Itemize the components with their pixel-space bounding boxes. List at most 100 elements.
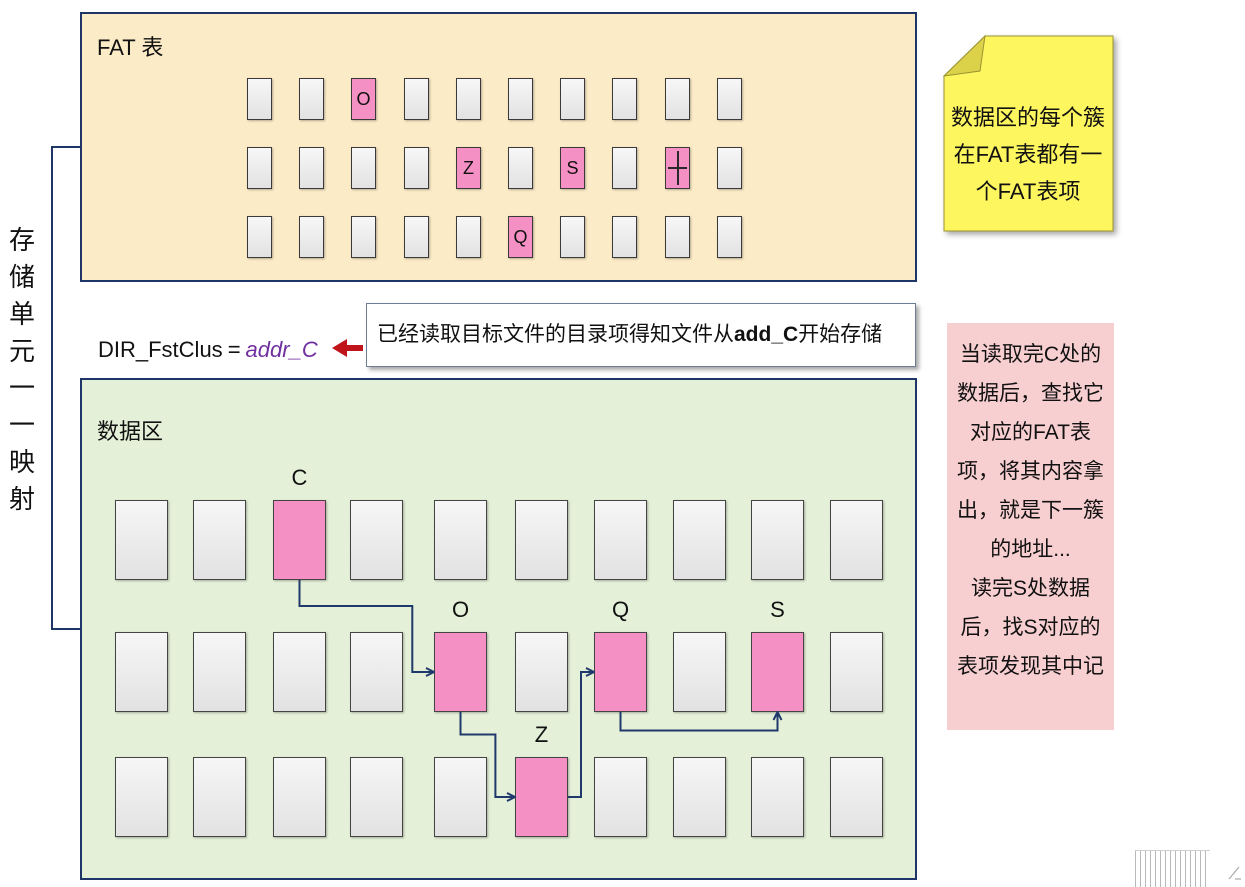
- fat-entry: [508, 78, 533, 120]
- data-cluster-z: [515, 757, 568, 837]
- data-cluster: [350, 500, 403, 580]
- note-line: 个FAT表项: [975, 179, 1081, 204]
- fat-entry: [351, 216, 376, 258]
- cluster-label: C: [291, 465, 308, 490]
- fat-entry-value: S: [566, 158, 579, 178]
- fat-entry-value: O: [356, 89, 371, 109]
- fat-entry: [299, 216, 324, 258]
- explanation-line: 对应的FAT表: [970, 421, 1091, 444]
- data-cluster-o: [434, 632, 487, 712]
- data-cluster: [830, 757, 883, 837]
- data-cluster: [830, 500, 883, 580]
- sticky-note: 数据区的每个簇 在FAT表都有一 个FAT表项: [943, 35, 1115, 235]
- corner-pen-icon: [1228, 866, 1241, 880]
- explanation-line: 的地址...: [990, 538, 1071, 561]
- fat-entry-highlighted: S: [560, 147, 585, 189]
- data-cluster: [751, 500, 804, 580]
- fat-entry: [299, 78, 324, 120]
- explanation-line: 读完S处数据: [970, 577, 1090, 600]
- fat-entry: [351, 147, 376, 189]
- fat-entry: [404, 216, 429, 258]
- explanation-line: 当读取完C处的: [959, 343, 1102, 366]
- fat-entry: [247, 216, 272, 258]
- explanation-line: 数据后，查找它: [957, 382, 1104, 405]
- fat-entry-highlighted: O: [351, 78, 376, 120]
- fat-entry: [665, 78, 690, 120]
- dir-field-name: DIR_FstClus: [98, 337, 223, 362]
- fat-entry-value: Z: [463, 158, 474, 178]
- fat-entry-highlighted: [665, 147, 690, 189]
- fat-entry: [508, 147, 533, 189]
- note-line: 数据区的每个簇: [950, 105, 1105, 130]
- data-cluster: [673, 500, 726, 580]
- fat-entry: [612, 216, 637, 258]
- explanation-line: 后，找S对应的: [960, 616, 1101, 639]
- data-cluster: [273, 632, 326, 712]
- fat-entry: [404, 78, 429, 120]
- fat-entry: [612, 147, 637, 189]
- fat-entry-highlighted: Q: [508, 216, 533, 258]
- data-cluster: [434, 757, 487, 837]
- data-area-title: 数据区: [97, 419, 164, 444]
- data-cluster: [515, 632, 568, 712]
- sticky-note-text: 数据区的每个簇 在FAT表都有一 个FAT表项: [943, 99, 1113, 210]
- mapping-bracket: [51, 146, 81, 630]
- dir-fstclus-expression: DIR_FstClus=addr_C: [98, 336, 318, 364]
- data-cluster: [515, 500, 568, 580]
- fat-entry-highlighted: Z: [456, 147, 481, 189]
- fat-entry: [247, 147, 272, 189]
- note-line: 在FAT表都有一: [953, 142, 1103, 167]
- data-cluster: [273, 757, 326, 837]
- cluster-label: Q: [611, 597, 630, 622]
- callout-address: add_C: [734, 323, 799, 346]
- fat-table-panel: FAT 表 O Z S Q: [80, 12, 917, 282]
- data-cluster: [751, 757, 804, 837]
- fat-entry: [665, 216, 690, 258]
- fat-entry: [404, 147, 429, 189]
- data-cluster-s: [751, 632, 804, 712]
- explanation-box: 当读取完C处的 数据后，查找它 对应的FAT表 项，将其内容拿 出，就是下一簇 …: [947, 323, 1114, 730]
- explanation-line: 出，就是下一簇: [957, 499, 1104, 522]
- data-cluster: [594, 757, 647, 837]
- fat-entry: [717, 147, 742, 189]
- data-cluster: [115, 632, 168, 712]
- data-cluster: [193, 632, 246, 712]
- explanation-line: 表项发现其中记: [957, 655, 1104, 678]
- mapping-label: 存储单元一一映射: [8, 225, 35, 514]
- end-of-chain-icon: [668, 151, 687, 185]
- data-cluster: [673, 632, 726, 712]
- callout-text-before: 已经读取目标文件的目录项得知文件从: [377, 323, 734, 346]
- fat-entry: [456, 78, 481, 120]
- data-cluster: [673, 757, 726, 837]
- data-cluster: [193, 500, 246, 580]
- data-cluster: [115, 500, 168, 580]
- fat-entry: [717, 216, 742, 258]
- corner-logo-icon: [1135, 850, 1210, 887]
- data-cluster: [350, 757, 403, 837]
- data-cluster: [350, 632, 403, 712]
- data-cluster-q: [594, 632, 647, 712]
- data-cluster: [594, 500, 647, 580]
- fat-entry: [612, 78, 637, 120]
- fat-table-title: FAT 表: [97, 35, 164, 60]
- dir-field-value: addr_C: [245, 337, 318, 362]
- callout-box: 已经读取目标文件的目录项得知文件从add_C开始存储: [366, 303, 916, 367]
- cluster-label: Z: [534, 722, 549, 747]
- chain-arrow-z-to-q: [568, 672, 594, 798]
- fat-entry: [247, 78, 272, 120]
- fat-entry-value: Q: [513, 227, 528, 247]
- explanation-line: 项，将其内容拿: [957, 460, 1104, 483]
- data-cluster: [193, 757, 246, 837]
- data-cluster: [434, 500, 487, 580]
- fat-entry: [717, 78, 742, 120]
- fat-entry: [560, 216, 585, 258]
- data-cluster-c: [273, 500, 326, 580]
- fat-entry: [299, 147, 324, 189]
- fat-entry: [456, 216, 481, 258]
- fat-entry: [560, 78, 585, 120]
- pointer-arrow-icon: [332, 339, 363, 357]
- data-cluster: [830, 632, 883, 712]
- cluster-label: S: [770, 597, 785, 622]
- sticky-note-shape: [943, 35, 1114, 232]
